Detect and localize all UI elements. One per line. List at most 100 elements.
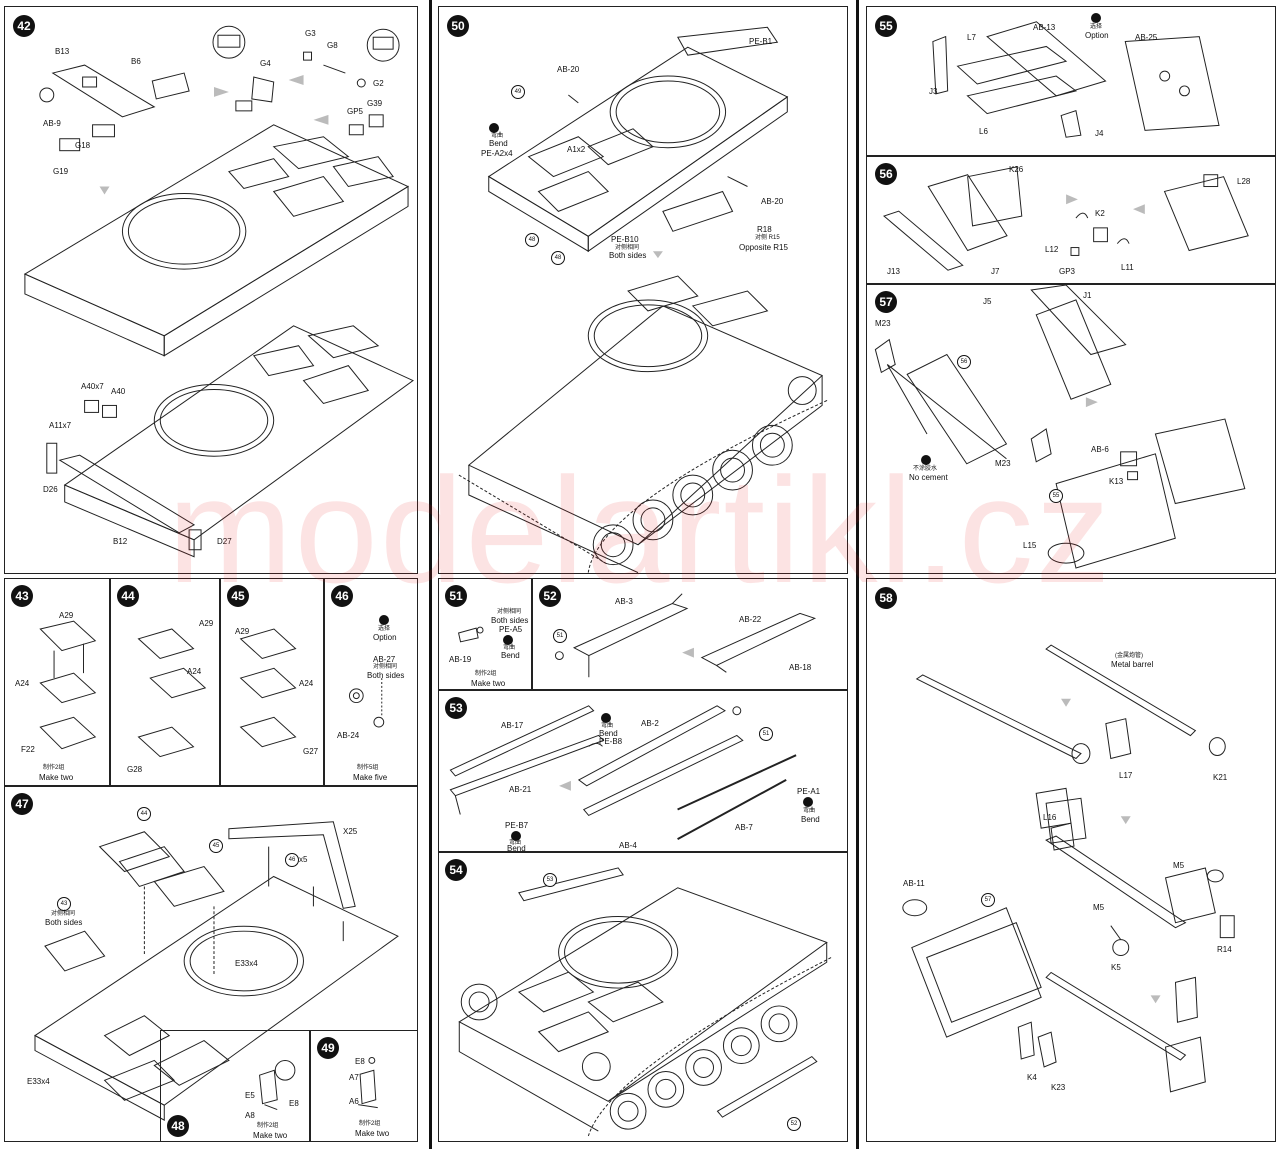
label-a24: A24: [299, 679, 314, 688]
label-g39: G39: [367, 99, 383, 108]
label-pe-a2x4: PE-A2x4: [481, 149, 513, 158]
bend-icon-2: [511, 831, 521, 841]
step-56-drawing: [882, 166, 1249, 271]
label-ab-22: AB-22: [739, 615, 762, 624]
label-r15-cjk: 对侧 R15: [755, 235, 780, 241]
step-50-panel: 50 PE-B1 AB-20 49 弯曲 Bend PE-A2x4 A1x2 A…: [438, 6, 848, 574]
ref-52: 52: [787, 1117, 801, 1131]
label-metal-barrel: Metal barrel: [1111, 660, 1154, 669]
label-gp3: GP3: [1059, 267, 1076, 276]
label-j13: J13: [887, 267, 900, 276]
label-ab-19: AB-19: [449, 655, 472, 664]
label-r18: R18: [757, 225, 772, 234]
label-e33x4-right: E33x4: [235, 959, 258, 968]
label-make-two-cjk: 制作2组: [359, 1121, 381, 1127]
step-50-number: 50: [447, 15, 469, 37]
label-both-sides: Both sides: [367, 671, 405, 680]
label-k13: K13: [1109, 477, 1124, 486]
label-g18: G18: [75, 141, 91, 150]
step-42-number: 42: [13, 15, 35, 37]
label-ab-6: AB-6: [1091, 445, 1109, 454]
step-45-drawing: [239, 628, 297, 748]
ref-43: 43: [57, 897, 71, 911]
label-opposite-r15: Opposite R15: [739, 243, 788, 252]
step-55-drawing: [932, 21, 1220, 138]
step-55-panel: 55 AB-13 选择 Option AB-25 L7 J3 L6 J4: [866, 6, 1276, 156]
bend-icon: [489, 123, 499, 133]
step-58-panel: 58 (金属炮管) Metal barrel L17 K21 L16 M5 M5…: [866, 578, 1276, 1142]
ref-55: 55: [1049, 489, 1063, 503]
step-53-number: 53: [445, 697, 467, 719]
bend-icon: [503, 635, 513, 645]
label-make-two-cjk: 制作2组: [257, 1123, 279, 1129]
label-g8: G8: [327, 41, 338, 50]
label-g19: G19: [53, 167, 69, 176]
step-56-number: 56: [875, 163, 897, 185]
label-ab-7: AB-7: [735, 823, 753, 832]
label-ab-20-top: AB-20: [557, 65, 580, 74]
label-metal-barrel-cjk: (金属炮管): [1115, 653, 1143, 659]
ref-49: 49: [511, 85, 525, 99]
label-j7: J7: [991, 267, 1000, 276]
step-53-drawing: [449, 705, 797, 841]
option-icon: [379, 615, 389, 625]
label-ab-24: AB-24: [337, 731, 360, 740]
label-g4: G4: [260, 59, 271, 68]
label-g27: G27: [303, 747, 319, 756]
label-a6: A6: [349, 1097, 359, 1106]
column-separator-right: [856, 0, 859, 1149]
label-a24: A24: [187, 667, 202, 676]
label-l15: L15: [1023, 541, 1037, 550]
label-no-cement-cjk: 不涂胶水: [913, 466, 938, 472]
ref-48-left: 48: [525, 233, 539, 247]
label-both-sides-cjk: 对侧相同: [615, 245, 640, 251]
ref-57: 57: [981, 893, 995, 907]
label-a40: A40: [111, 387, 126, 396]
ref-53: 53: [543, 873, 557, 887]
label-bend-cjk: 弯曲: [491, 133, 504, 139]
label-gp5: GP5: [347, 107, 364, 116]
step-52-drawing: [554, 593, 817, 678]
label-pe-a5: PE-A5: [499, 625, 523, 634]
label-ab-27: AB-27: [373, 655, 396, 664]
step-57-number: 57: [875, 291, 897, 313]
label-r14: R14: [1217, 945, 1232, 954]
label-k4: K4: [1027, 1073, 1037, 1082]
label-m5-mid: M5: [1093, 903, 1105, 912]
label-j1: J1: [1083, 291, 1092, 300]
label-k26: K26: [1009, 165, 1024, 174]
label-bend-cjk: 弯曲: [503, 645, 516, 651]
label-both-sides-cjk: 对侧相同: [497, 609, 522, 615]
label-both-sides-cjk: 对侧相同: [51, 911, 76, 917]
label-a29: A29: [235, 627, 250, 636]
label-make-five-cjk: 制作5组: [357, 765, 379, 771]
label-f22: F22: [21, 745, 35, 754]
label-make-two-cjk: 制作2组: [43, 765, 65, 771]
step-50-drawing: [458, 26, 828, 573]
label-ab-17: AB-17: [501, 721, 524, 730]
label-x5: x5: [299, 855, 308, 864]
step-46-panel: 46 选择 Option AB-27 对侧相同 Both sides AB-24…: [324, 578, 418, 786]
step-55-number: 55: [875, 15, 897, 37]
label-l6: L6: [979, 127, 988, 136]
label-g3: G3: [305, 29, 316, 38]
label-option-cjk: 选择: [1090, 24, 1103, 30]
label-l7: L7: [967, 33, 976, 42]
step-47-number: 47: [11, 793, 33, 815]
ref-51: 51: [759, 727, 773, 741]
label-b12: B12: [113, 537, 128, 546]
label-ab9: AB-9: [43, 119, 61, 128]
step-57-panel: 57 M23 J5 J1 56 不涂胶水 No cement M23 AB-6 …: [866, 284, 1276, 574]
label-a11x7: A11x7: [49, 421, 72, 430]
label-bend2: Bend: [507, 844, 526, 852]
label-m23-left: M23: [875, 319, 891, 328]
label-g2: G2: [373, 79, 384, 88]
label-both-sides: Both sides: [609, 251, 647, 260]
label-d27: D27: [217, 537, 232, 546]
label-m23-right: M23: [995, 459, 1011, 468]
label-g28: G28: [127, 765, 143, 774]
label-a24: A24: [15, 679, 30, 688]
label-m5-top: M5: [1173, 861, 1185, 870]
label-l12: L12: [1045, 245, 1059, 254]
label-d26: D26: [43, 485, 58, 494]
